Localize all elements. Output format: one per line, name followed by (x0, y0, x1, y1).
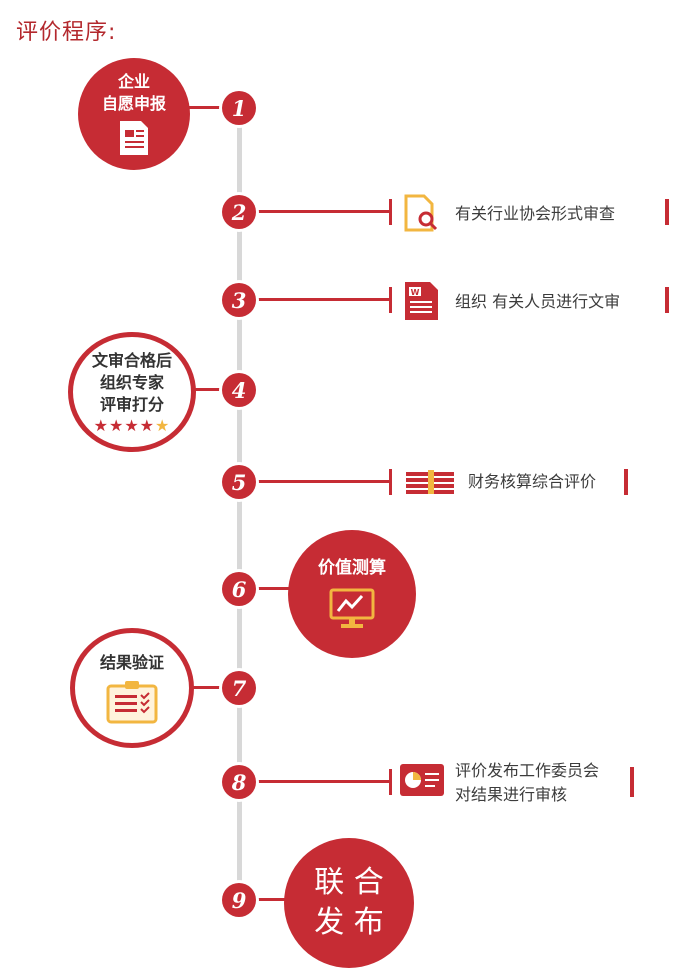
money-stack-icon (406, 470, 454, 494)
step-8-label-line-1: 评价发布工作委员会 (455, 761, 600, 780)
pie-chart-card-icon (400, 764, 444, 796)
timeline-line (237, 100, 242, 900)
step-2-tick (389, 199, 392, 225)
file-search-icon (404, 194, 438, 232)
step-1-line-1: 企业 (117, 72, 150, 91)
step-5-label: 财务核算综合评价 (468, 472, 597, 491)
step-7-node: 7 (222, 671, 256, 705)
step-1-node: 1 (222, 91, 256, 125)
step-9-line-2: 发 布 (314, 905, 384, 940)
page-title: 评价程序: (16, 20, 117, 45)
step-6-bubble: 价值测算 (288, 530, 416, 658)
step-2-connector (256, 210, 390, 213)
step-4-node: 4 (222, 373, 256, 407)
step-4-bubble: 文审合格后 组织专家 评审打分 ★★★★★ (68, 332, 196, 452)
rating-stars: ★★★★★ (94, 416, 171, 435)
word-doc-icon: W (405, 282, 438, 320)
step-2-bar-end (665, 199, 669, 225)
step-4-line-2: 组织专家 (99, 372, 164, 392)
step-6-line-1: 价值测算 (318, 558, 386, 578)
step-8-node: 8 (222, 765, 256, 799)
step-1-connector (188, 106, 228, 109)
star-half-icon: ★ (155, 415, 171, 435)
step-7-bubble: 结果验证 (70, 628, 194, 748)
step-9-line-1: 联 合 (314, 865, 384, 900)
step-9-connector (256, 898, 288, 901)
step-4-line-1: 文审合格后 (91, 350, 172, 370)
step-6-connector (256, 587, 292, 590)
step-2-label: 有关行业协会形式审查 (455, 204, 616, 223)
step-1-line-2: 自愿申报 (101, 94, 166, 113)
step-7-connector (192, 686, 228, 689)
step-5-tick (389, 469, 392, 495)
step-3-bar-end (665, 287, 669, 313)
clipboard-checklist-icon (106, 681, 158, 724)
step-8-bar-end (630, 767, 634, 797)
step-8-connector (256, 780, 390, 783)
step-6-node: 6 (222, 572, 256, 606)
step-4-connector (194, 388, 228, 391)
document-icon (120, 121, 148, 155)
step-9-bubble: 联 合 发 布 (284, 838, 414, 968)
step-5-node: 5 (222, 465, 256, 499)
step-5-connector (256, 480, 390, 483)
svg-text:W: W (411, 288, 420, 297)
star-icons: ★★★★ (93, 415, 156, 435)
step-7-line-1: 结果验证 (99, 653, 164, 672)
step-8-label-line-2: 对结果进行审核 (455, 785, 568, 804)
step-4-line-3: 评审打分 (99, 394, 164, 414)
monitor-chart-icon (329, 588, 375, 628)
step-2-node: 2 (222, 195, 256, 229)
step-9-node: 9 (222, 883, 256, 917)
step-8-tick (389, 769, 392, 795)
step-3-connector (256, 298, 390, 301)
step-3-tick (389, 287, 392, 313)
step-1-bubble: 企业 自愿申报 (78, 58, 190, 170)
step-5-bar-end (624, 469, 628, 495)
step-3-node: 3 (222, 283, 256, 317)
step-3-label: 组织 有关人员进行文审 (455, 292, 621, 311)
